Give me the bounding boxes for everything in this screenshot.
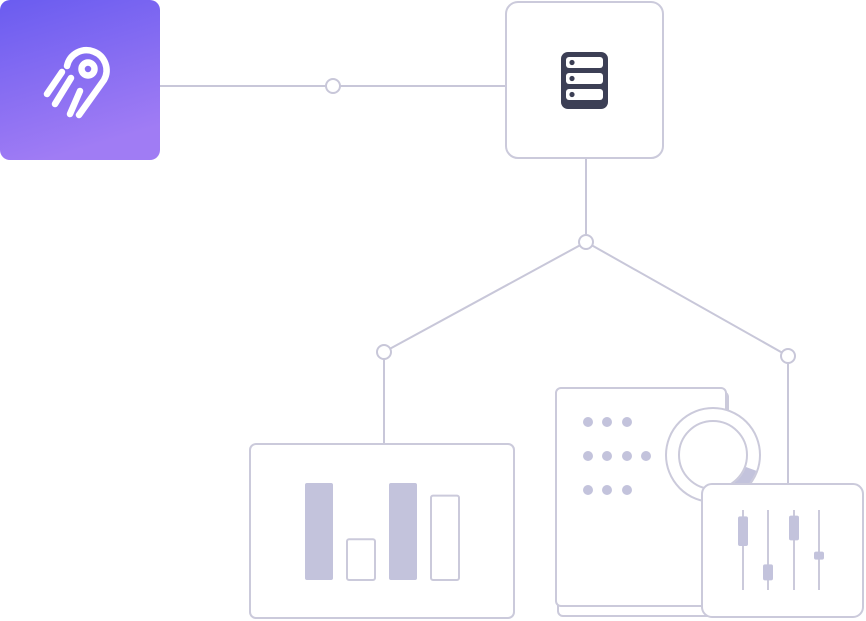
right-branch-node [780, 348, 796, 364]
candle-body-4 [814, 551, 824, 560]
branch-left-line [383, 241, 587, 353]
branch-node [578, 234, 594, 250]
source-logo-tile[interactable] [0, 0, 160, 160]
branch-right-line [585, 241, 789, 357]
airbyte-logo-icon [43, 47, 110, 119]
bar-1 [305, 483, 333, 580]
bar-chart-card[interactable] [249, 443, 515, 619]
destination-database-box[interactable] [505, 1, 664, 159]
dashboard-icon [583, 417, 651, 495]
source-link-node [325, 78, 341, 94]
candlestick-chart-icon [738, 510, 824, 590]
candlestick-card[interactable] [701, 483, 864, 618]
database-server-icon [561, 52, 608, 109]
bar-3 [389, 483, 417, 580]
connector-nodes [325, 78, 796, 364]
donut-chart-icon [665, 407, 761, 503]
bar-chart-icon [305, 483, 460, 582]
bar-4 [430, 494, 460, 581]
candle-body-1 [738, 516, 748, 546]
dashboard-card[interactable] [555, 387, 761, 617]
candle-body-3 [789, 515, 799, 541]
candle-body-2 [763, 564, 773, 581]
left-branch-node [376, 344, 392, 360]
bar-2 [346, 538, 376, 582]
